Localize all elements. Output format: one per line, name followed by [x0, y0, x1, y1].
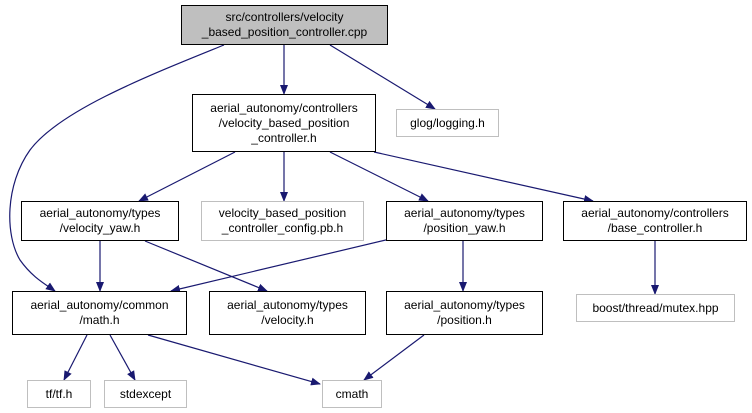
edge-math-to-tf [63, 334, 88, 381]
edge-root-to-math [9, 44, 225, 292]
node-glog-logging-h: glog/logging.h [396, 109, 499, 137]
node-velocity-based-position-controller-h[interactable]: aerial_autonomy/controllers /velocity_ba… [192, 94, 376, 152]
node-stdexcept: stdexcept [104, 380, 187, 408]
node-boost-mutex-hpp: boost/thread/mutex.hpp [576, 294, 735, 322]
node-cmath: cmath [322, 380, 382, 408]
node-velocity-based-position-controller-cpp[interactable]: src/controllers/velocity _based_position… [181, 5, 388, 45]
edge-math-to-cmath [147, 334, 321, 386]
node-controller-config-pb-h: velocity_based_position _controller_conf… [201, 201, 364, 241]
edge-root-to-glog [329, 44, 436, 110]
edge-math-to-stdexcept [109, 334, 136, 381]
node-tf-h: tf/tf.h [27, 380, 91, 408]
edge-vbpc_h-to-pos_yaw [329, 151, 429, 202]
edge-vbpc_h-to-base_ctrl [373, 151, 594, 203]
node-base-controller-h[interactable]: aerial_autonomy/controllers /base_contro… [563, 201, 747, 241]
node-velocity-h[interactable]: aerial_autonomy/types /velocity.h [209, 291, 366, 335]
node-math-h[interactable]: aerial_autonomy/common /math.h [12, 291, 187, 335]
node-velocity-yaw-h[interactable]: aerial_autonomy/types /velocity_yaw.h [21, 201, 179, 241]
edge-pos_yaw-to-math [170, 238, 391, 293]
edge-vbpc_h-to-vel_yaw [138, 151, 236, 202]
edge-position-to-cmath [363, 334, 425, 381]
node-position-h[interactable]: aerial_autonomy/types /position.h [386, 291, 543, 335]
node-position-yaw-h[interactable]: aerial_autonomy/types /position_yaw.h [386, 201, 543, 241]
edge-vel_yaw-to-velocity [144, 240, 268, 292]
